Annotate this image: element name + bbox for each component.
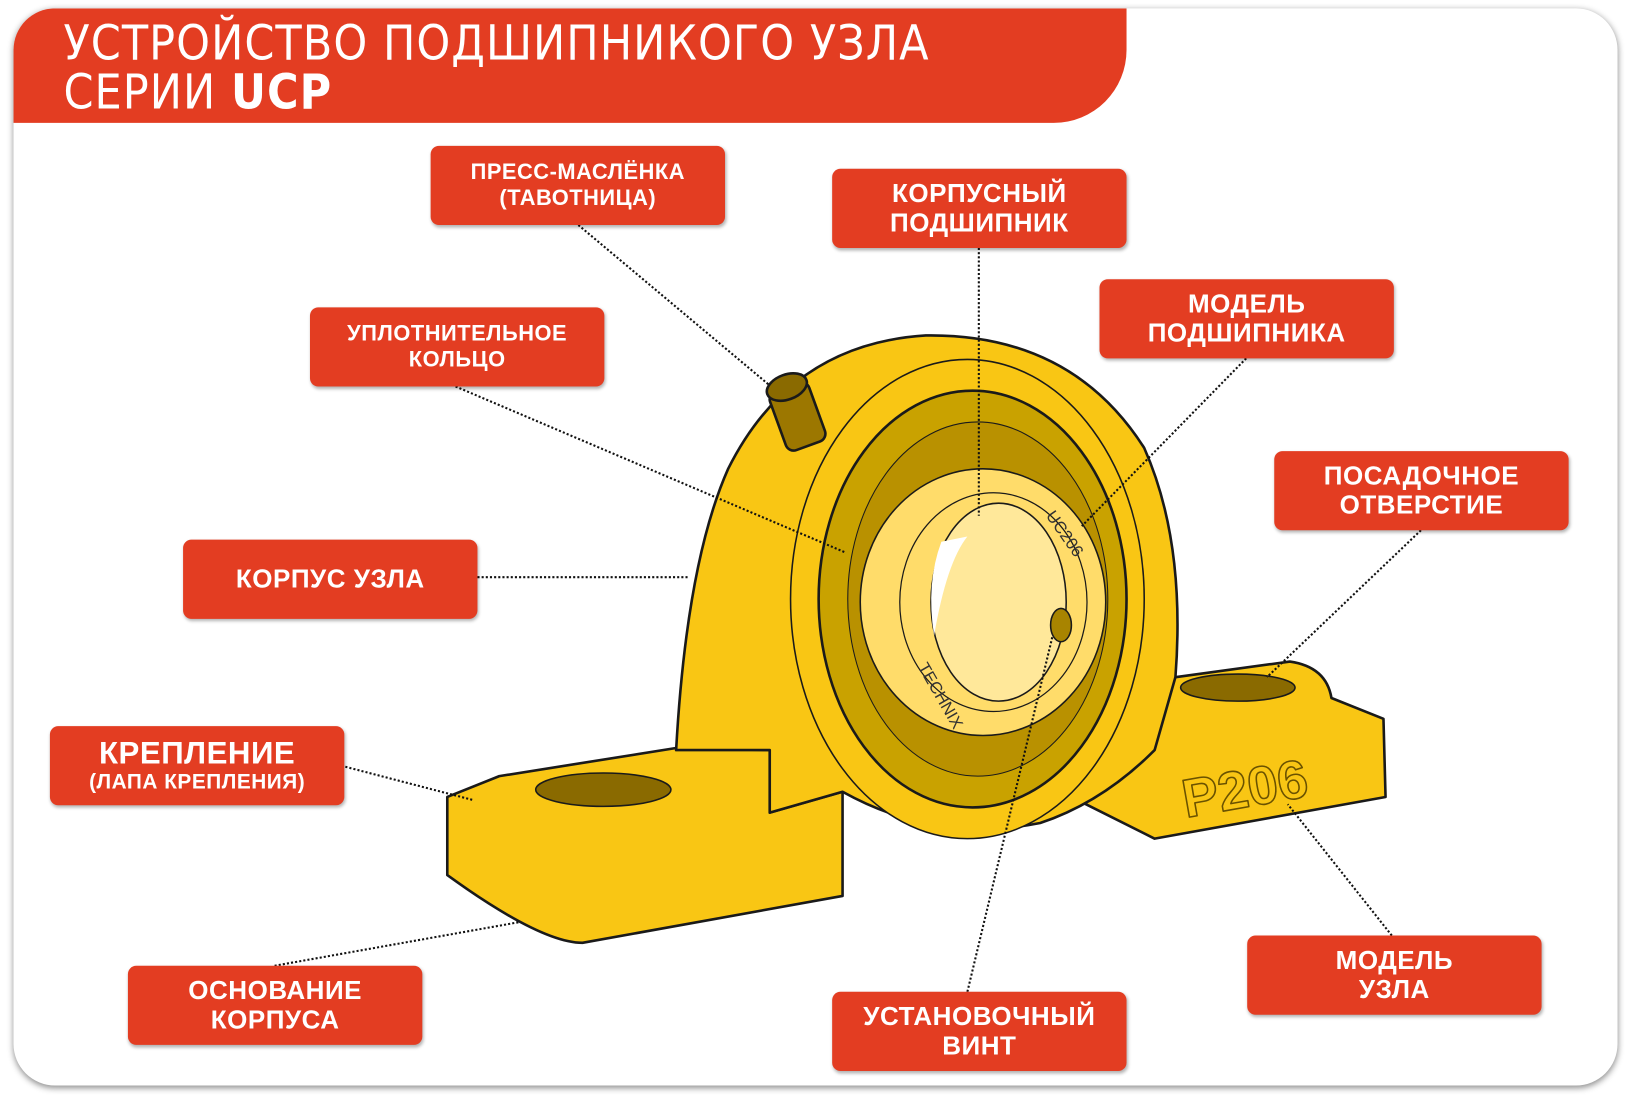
label-housing: КОРПУС УЗЛА	[183, 539, 478, 619]
leader-base	[274, 920, 521, 967]
leader-foot	[345, 765, 474, 802]
right-mounting-hole	[1179, 673, 1296, 702]
leader-unit-model	[1286, 803, 1393, 937]
title-line-2: СЕРИИ UCP	[63, 63, 333, 120]
leader-lines	[274, 224, 1422, 993]
left-mounting-hole	[534, 772, 672, 808]
set-screw	[1049, 607, 1073, 643]
series-name: UCP	[230, 63, 333, 120]
title-banner: УСТРОЙСТВО ПОДШИПНИКОГО УЗЛА СЕРИИ UCP	[13, 8, 1127, 123]
bore-hole	[930, 502, 1067, 702]
leader-set-screw	[966, 635, 1054, 993]
leader-bore	[1266, 529, 1422, 678]
title-line-1: УСТРОЙСТВО ПОДШИПНИКОГО УЗЛА	[63, 14, 930, 71]
page-title: УСТРОЙСТВО ПОДШИПНИКОГО УЗЛА СЕРИИ UCP	[63, 14, 930, 120]
leader-grease	[577, 224, 771, 387]
label-mount-foot: КРЕПЛЕНИЕ(ЛАПА КРЕПЛЕНИЯ)	[49, 726, 345, 806]
grease-fitting	[765, 371, 827, 452]
leader-bearing-model	[1081, 357, 1247, 527]
label-grease-fitting: ПРЕСС-МАСЛЁНКА(ТАВОТНИЦА)	[430, 145, 726, 226]
right-foot	[1080, 660, 1387, 840]
